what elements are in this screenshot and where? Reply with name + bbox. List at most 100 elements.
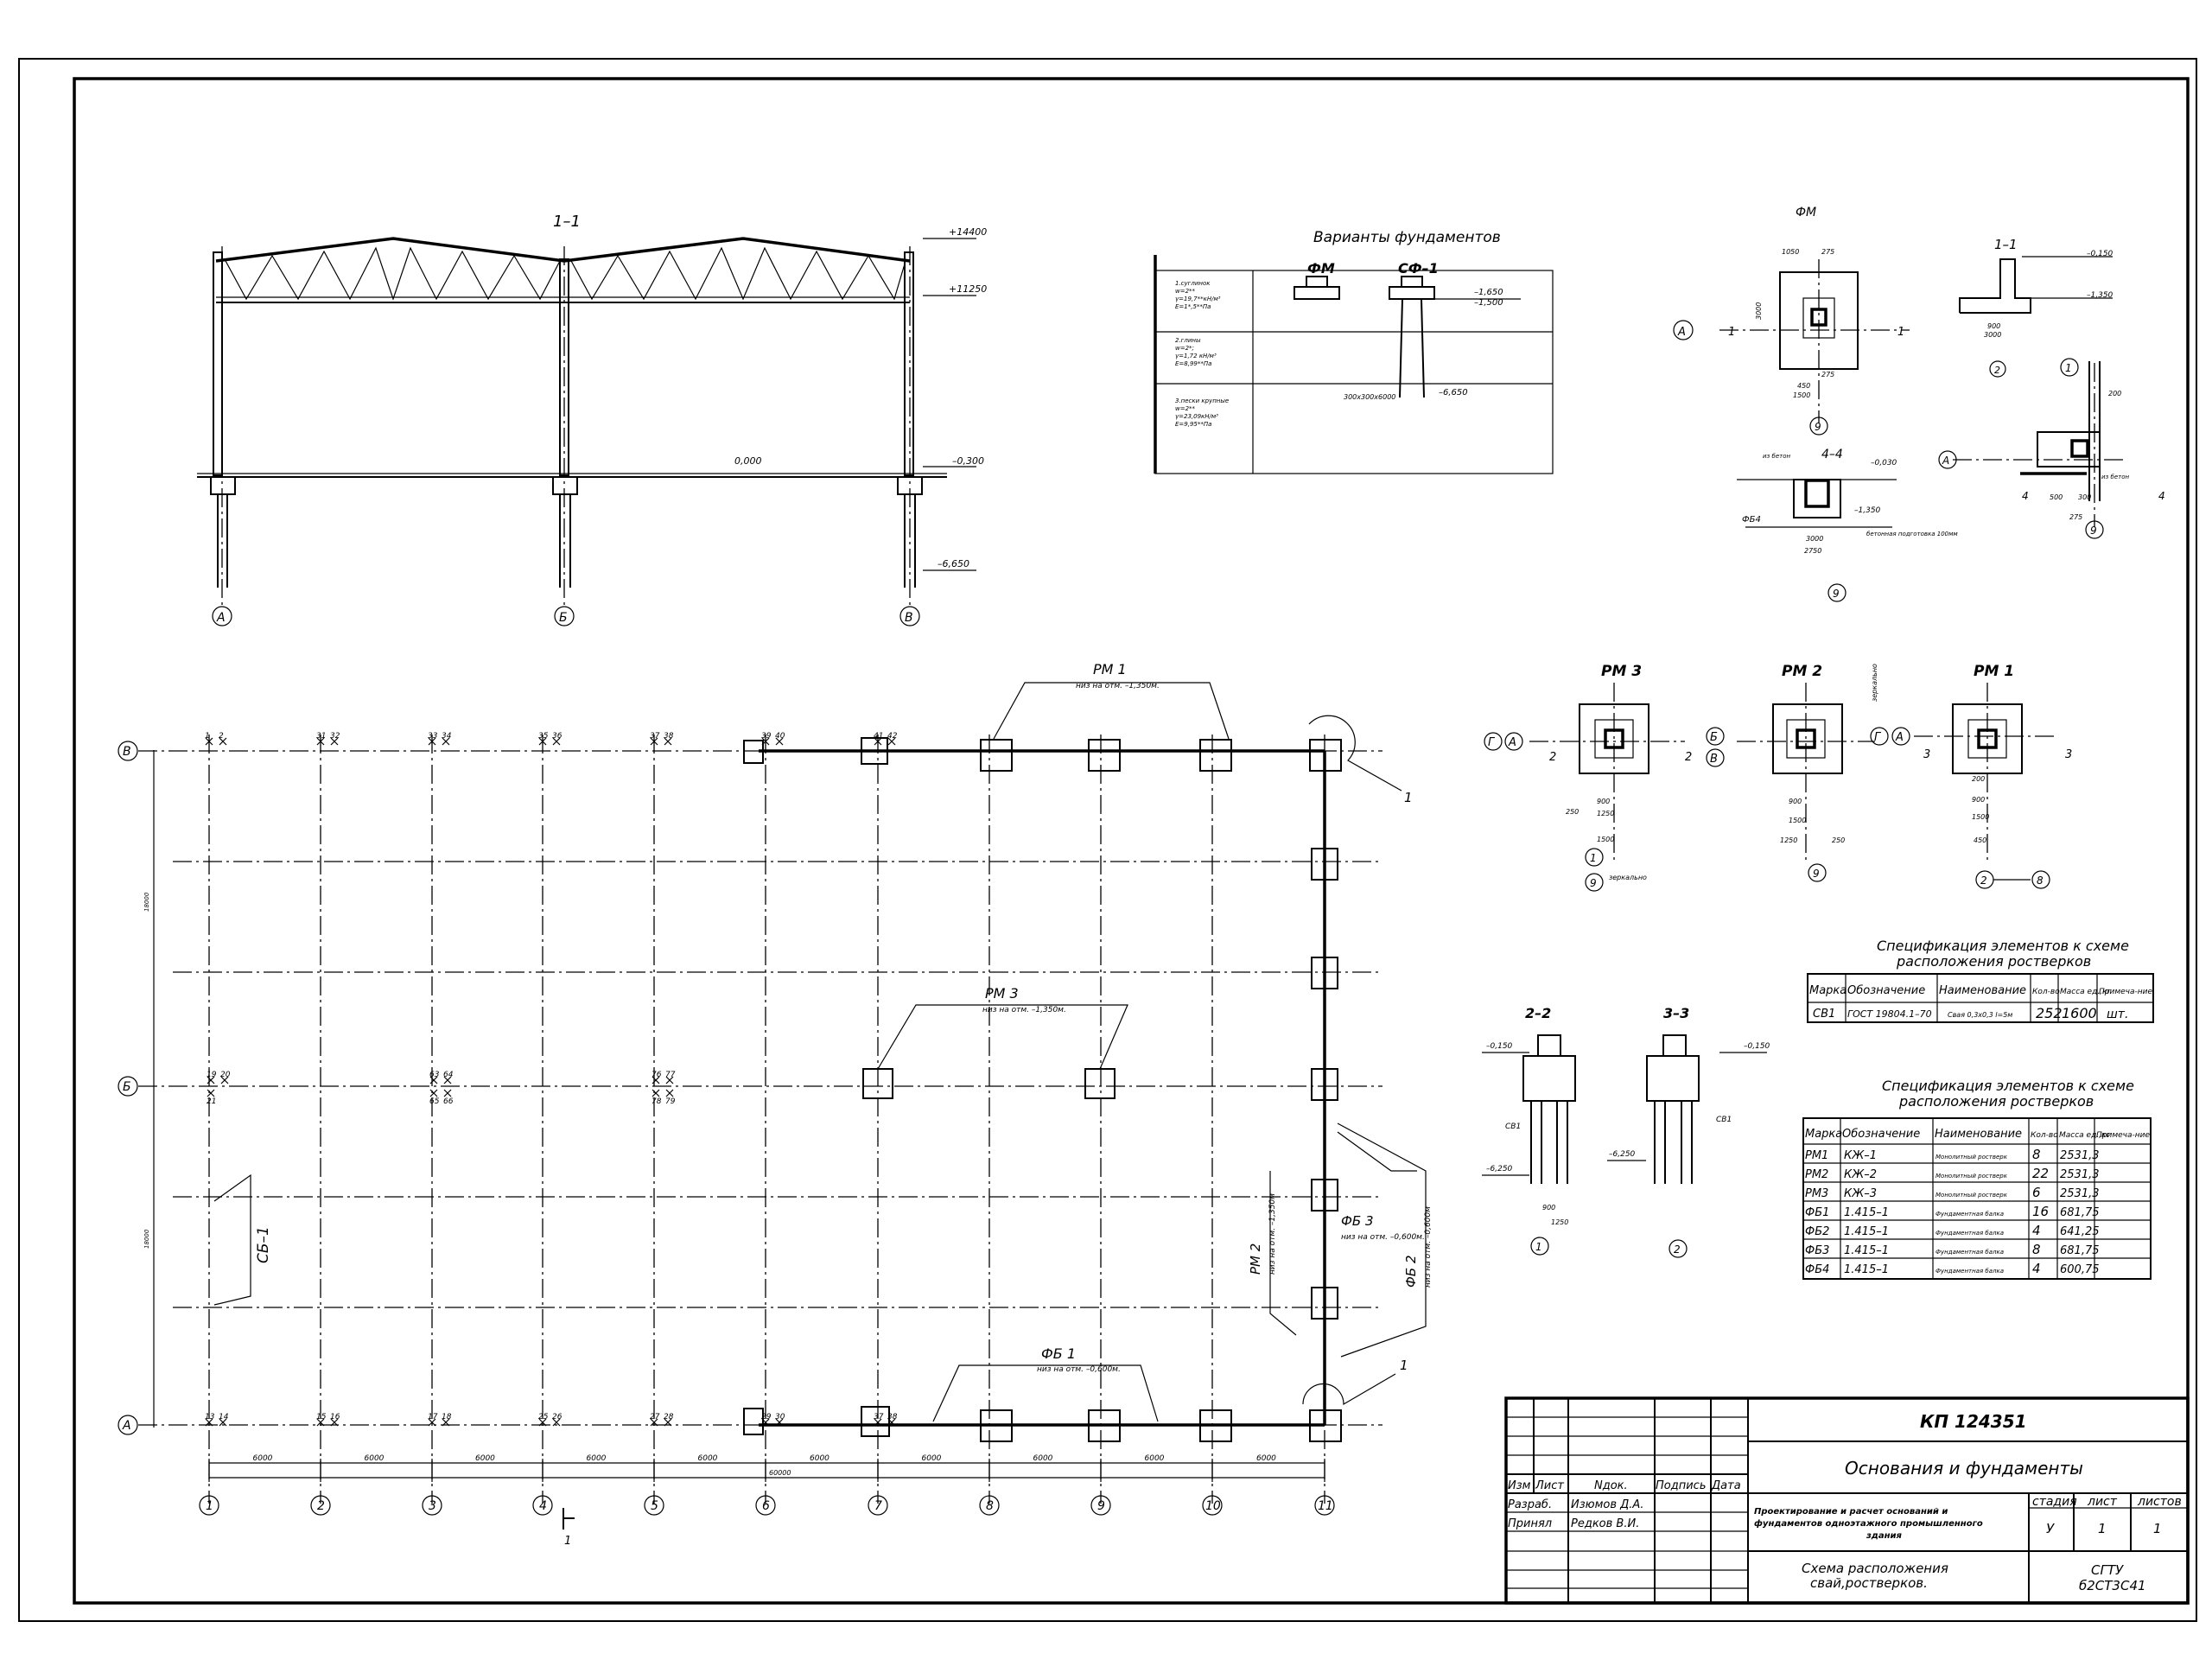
col-axis-label: 9	[1097, 1499, 1105, 1513]
spec2-cell: 1.415–1	[1844, 1263, 1889, 1276]
stage-value: У	[2046, 1521, 2055, 1536]
cell: 252	[2036, 1005, 2063, 1021]
rostverk-rm3: РМ 3 Г А 2 2 1 9 зеркально 250 900 1250 …	[1484, 663, 1692, 892]
pile-number: 2	[219, 732, 224, 741]
soil-3-name: 3.пески крупные	[1175, 397, 1229, 404]
corner-detail: 1 А 9 из бетон 4 4 200 500 300 275	[1938, 358, 2165, 539]
spec1-title-2: расположения ростверков	[1896, 953, 2091, 970]
spec2-cell: ФБ4	[1805, 1263, 1829, 1276]
rostverk-rm1: РМ 1 Г А 3 3 2 8 200 900 1500 450	[1870, 663, 2072, 889]
pile-number: 1	[205, 732, 210, 741]
project-line-3: здания	[1866, 1531, 1903, 1541]
dim: 250	[1566, 808, 1579, 816]
header-mark: Марка	[1805, 1128, 1842, 1141]
pile-number: 40	[775, 732, 785, 741]
org-1: СГТУ	[2091, 1562, 2124, 1578]
axis-9: 9	[2090, 525, 2097, 537]
cut: 3	[1923, 748, 1930, 761]
pile-number: 26	[552, 1413, 563, 1421]
spec2-cell: 8	[2032, 1242, 2041, 1257]
spec2-cell: 8	[2032, 1147, 2041, 1162]
section-3-3-title: 3–3	[1663, 1005, 1689, 1021]
level: –0,030	[1871, 459, 1897, 467]
fb3-callout: ФБ 3	[1341, 1213, 1374, 1229]
pile-mark	[207, 1089, 215, 1097]
rm1-callout-note: низ на отм. –1,350м.	[1076, 682, 1160, 690]
section-1-1: 1–1 А Б В	[197, 213, 987, 626]
cell: шт.	[2107, 1008, 2128, 1021]
fm-cut-1b: 1	[1897, 326, 1904, 339]
col-axis-label: 10	[1205, 1499, 1221, 1513]
pile-mark	[207, 1076, 215, 1084]
level: –6,250	[1609, 1150, 1636, 1159]
rm2-callout-note: низ на отм. –1,350м	[1268, 1193, 1277, 1275]
col-izm: Изм	[1508, 1479, 1531, 1492]
header-designation: Обозначение	[1847, 984, 1925, 997]
mark-1-bottom: 1	[1400, 1358, 1408, 1373]
level: –0,150	[1744, 1042, 1770, 1051]
col-axis-bubble	[1090, 1495, 1111, 1516]
pile-mark	[775, 1418, 784, 1427]
pile-mark	[650, 737, 658, 746]
cut: 2	[1685, 751, 1692, 764]
title-block: Изм Лист Nдок. Подпись Дата Разраб. Изюм…	[1504, 1396, 2190, 1605]
pile-mark	[205, 737, 213, 746]
spec2-cell: РМ3	[1805, 1187, 1828, 1200]
foundation-variants: Варианты фундаментов ФМ СФ–1 –1,650 –1,5…	[1154, 229, 1554, 474]
pile-number: 18	[442, 1413, 452, 1421]
axis: Г	[1874, 731, 1882, 744]
header-mass: Масса ед.,кг	[2059, 1131, 2110, 1140]
dim: 200	[2108, 390, 2121, 397]
dim: 1500	[1597, 836, 1614, 843]
spec2-cell: 1.415–1	[1844, 1206, 1889, 1219]
col-axis-label: 6	[762, 1499, 770, 1513]
fm-cut-1a: 1	[1728, 326, 1735, 339]
small-dim: 900	[1987, 322, 2000, 330]
pile-number: 17	[428, 1413, 438, 1421]
col-axis-label: 5	[651, 1499, 658, 1513]
left-total-dim: 18000	[143, 892, 150, 912]
pile-mark	[652, 1076, 660, 1084]
section-title: 1–1	[553, 213, 581, 231]
note: из бетон	[2101, 474, 2129, 480]
note: из бетон	[1763, 453, 1790, 460]
dim: 1250	[1551, 1218, 1568, 1226]
axis-a: А	[1942, 455, 1949, 467]
pile-number: 37	[874, 1413, 884, 1421]
pile-mark	[428, 1418, 436, 1427]
col-axis-bubble	[755, 1495, 776, 1516]
mark: 4	[2022, 490, 2029, 502]
span-dim: 6000	[475, 1454, 495, 1463]
small-level: –0,150	[2087, 250, 2113, 258]
fm-dim: 1050	[1782, 248, 1799, 256]
fm-label: ФМ	[1307, 260, 1335, 277]
section-2-2-title: 2–2	[1525, 1005, 1551, 1021]
pile-number: 35	[538, 732, 549, 741]
level: –1,350	[1854, 506, 1881, 515]
soil-3-w: w=2**	[1175, 405, 1196, 412]
spec2-cell: Монолитный ростверк	[1936, 1192, 2008, 1199]
col-axis-bubble	[199, 1495, 219, 1516]
fm-axis-a: А	[1677, 326, 1686, 339]
mark: 1	[2065, 362, 2072, 374]
sheet-value: 1	[2098, 1521, 2107, 1536]
axis: 9	[1813, 868, 1820, 880]
fm-dim: 1500	[1793, 391, 1810, 399]
level-11250: +11250	[949, 283, 987, 295]
dim: 900	[1789, 798, 1802, 805]
fm-dim: 3000	[1755, 302, 1763, 320]
spec2-cell: 2531,3	[2060, 1168, 2100, 1181]
col-axis-bubble	[1202, 1495, 1223, 1516]
span-dim: 6000	[1256, 1454, 1276, 1463]
spec-table-2: Спецификация элементов к схеме расположе…	[1802, 1078, 2152, 1280]
pile-number: 31	[316, 732, 326, 741]
axis: А	[1895, 731, 1904, 744]
soil-2-w: w=2*;	[1175, 345, 1194, 352]
dim: 1500	[1972, 813, 1989, 821]
section-2-2: 2–2 –0,150 –6,250 СВ1 900 1250 1	[1482, 1005, 1576, 1256]
dim: 900	[1972, 796, 1985, 804]
sb1-callout: СБ–1	[255, 1226, 272, 1263]
col-axis-label: 7	[874, 1499, 882, 1513]
spec2-cell: 16	[2032, 1204, 2049, 1219]
